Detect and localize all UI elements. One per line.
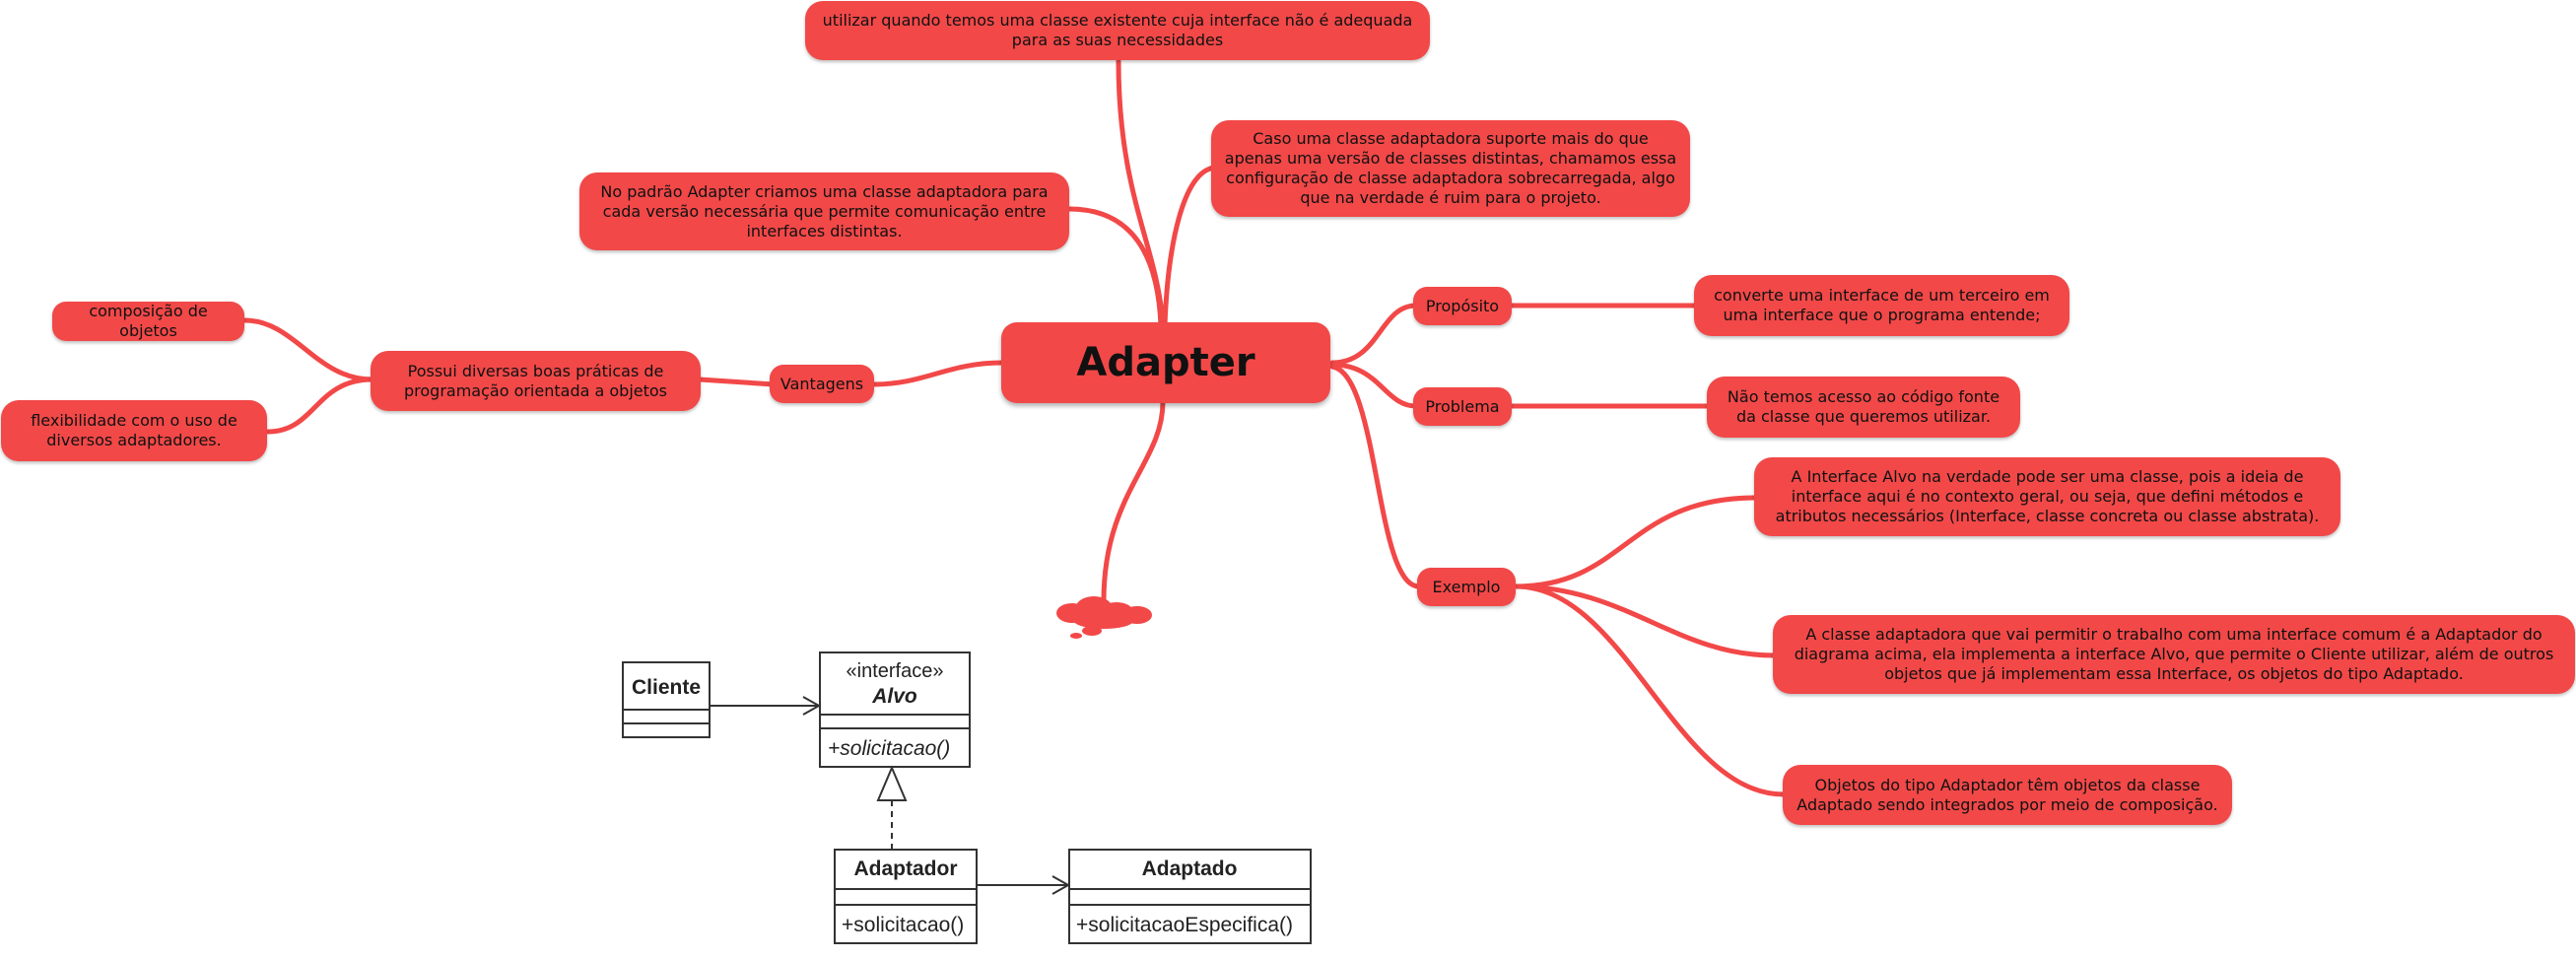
uml-alvo-method: +solicitacao() bbox=[828, 737, 950, 760]
node-proposito[interactable]: Propósito bbox=[1413, 287, 1512, 325]
node-overloaded[interactable]: Caso uma classe adaptadora suporte mais … bbox=[1211, 120, 1690, 217]
uml-class-alvo bbox=[819, 651, 971, 768]
cloud-icon bbox=[1056, 596, 1152, 639]
node-pattern[interactable]: No padrão Adapter criamos uma classe ada… bbox=[579, 172, 1069, 250]
branch-problema bbox=[1329, 362, 1419, 409]
uml-adaptador-label: Adaptador bbox=[854, 857, 958, 880]
node-flexibility[interactable]: flexibilidade com o uso de diversos adap… bbox=[1, 400, 267, 461]
node-vantagens[interactable]: Vantagens bbox=[770, 365, 874, 403]
node-problema[interactable]: Problema bbox=[1413, 387, 1512, 426]
uml-alvo-label: Alvo bbox=[871, 685, 917, 708]
branch-overloaded bbox=[1162, 165, 1217, 328]
uml-class-adaptador bbox=[834, 849, 978, 944]
branch-flexibility bbox=[265, 377, 375, 435]
uml-class-cliente bbox=[622, 661, 711, 738]
branch-exemplo bbox=[1329, 364, 1422, 589]
uml-realization-arrowhead bbox=[876, 765, 908, 801]
uml-cliente-label: Cliente bbox=[632, 676, 701, 699]
uml-class-adaptado bbox=[1068, 849, 1312, 944]
node-good-practices[interactable]: Possui diversas boas práticas de program… bbox=[371, 351, 701, 411]
node-exemplo-2[interactable]: A classe adaptadora que vai permitir o t… bbox=[1773, 615, 2575, 694]
node-exemplo[interactable]: Exemplo bbox=[1417, 568, 1516, 606]
uml-adaptado-label: Adaptado bbox=[1142, 857, 1238, 880]
branch-pattern bbox=[1066, 206, 1164, 328]
node-proposito-text[interactable]: converte uma interface de um terceiro em… bbox=[1694, 275, 2069, 336]
node-top-use[interactable]: utilizar quando temos uma classe existen… bbox=[805, 1, 1430, 60]
node-exemplo-1[interactable]: A Interface Alvo na verdade pode ser uma… bbox=[1754, 457, 2340, 536]
branch-exemplo-3 bbox=[1513, 583, 1787, 797]
uml-alvo-stereotype: «interface» bbox=[847, 660, 944, 682]
branch-exemplo-2 bbox=[1513, 583, 1777, 658]
node-problema-text[interactable]: Não temos acesso ao código fonte da clas… bbox=[1707, 377, 2020, 438]
uml-adaptador-method: +solicitacao() bbox=[842, 914, 964, 936]
central-topic[interactable]: Adapter bbox=[1001, 322, 1330, 403]
branch-exemplo-1 bbox=[1513, 495, 1759, 589]
branch-diagram bbox=[1101, 399, 1166, 604]
node-exemplo-3[interactable]: Objetos do tipo Adaptador têm objetos da… bbox=[1783, 765, 2232, 825]
node-composition[interactable]: composição de objetos bbox=[52, 302, 244, 341]
branch-good-practices bbox=[697, 377, 777, 387]
uml-adaptado-method: +solicitacaoEspecifica() bbox=[1076, 914, 1293, 936]
branch-vantagens bbox=[869, 360, 1006, 387]
branch-proposito bbox=[1329, 303, 1419, 366]
branch-composition bbox=[241, 317, 375, 382]
